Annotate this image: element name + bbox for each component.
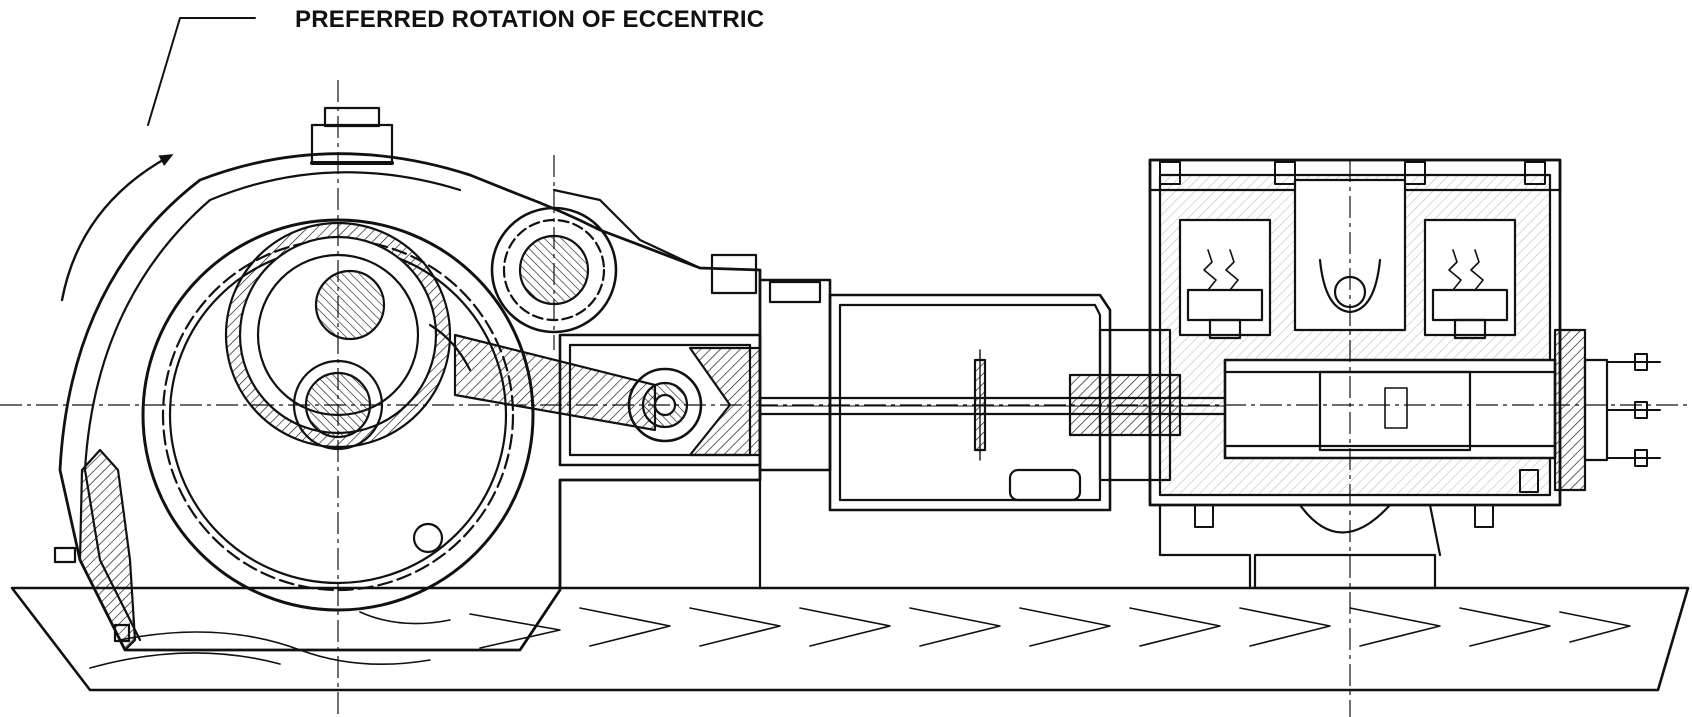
fluid-end-top-bolts <box>1159 161 1546 185</box>
distance-piece-housing <box>758 278 1112 512</box>
center-lines <box>0 80 1692 717</box>
cylinder-head <box>1553 328 1609 492</box>
rotation-arrow <box>60 154 174 302</box>
left-valve-assembly <box>1178 218 1272 340</box>
base-bolts <box>1194 469 1539 528</box>
upper-eccentric-journal <box>314 269 386 341</box>
pinion-shaft <box>490 188 702 334</box>
right-valve-assembly <box>1423 218 1517 340</box>
suction-manifold <box>1158 503 1442 590</box>
housing-top-plug <box>310 106 394 165</box>
pinion-oil-box <box>710 253 758 295</box>
wooden-base-skid <box>10 586 1690 692</box>
plunger-cylinder <box>1223 358 1557 460</box>
label-leader-line <box>147 17 256 126</box>
connecting-rod <box>428 323 657 432</box>
frame-pedestal <box>558 478 762 590</box>
crankcase-housing <box>53 152 762 652</box>
rotation-annotation-label: PREFERRED ROTATION OF ECCENTRIC <box>295 6 765 33</box>
cylinder-head-studs <box>1606 353 1661 467</box>
